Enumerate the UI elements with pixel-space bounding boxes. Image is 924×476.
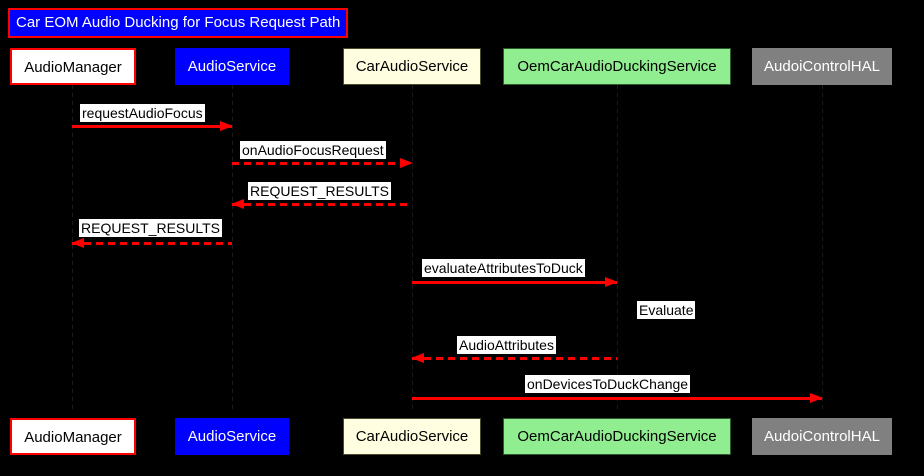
- message-label-m6: AudioAttributes: [457, 336, 556, 354]
- participant-label: OemCarAudioDuckingService: [517, 58, 717, 75]
- arrow-line-icon: [412, 281, 617, 284]
- participant-oemcaraudioduckingservice-bottom: OemCarAudioDuckingService: [503, 418, 731, 455]
- arrow-head-left-icon: [71, 238, 84, 248]
- participant-label: OemCarAudioDuckingService: [517, 428, 717, 445]
- participant-audoicontrolhal-top: AudoiControlHAL: [752, 48, 892, 85]
- arrow-head-right-icon: [810, 393, 823, 403]
- lifeline-caraudioservice: [412, 85, 413, 413]
- arrow-head-left-icon: [411, 353, 424, 363]
- participant-label: CarAudioService: [355, 58, 469, 75]
- message-label-m7: onDevicesToDuckChange: [525, 375, 691, 393]
- lifeline-audioservice: [232, 85, 233, 413]
- message-label-m3: REQUEST_RESULTS: [248, 182, 391, 200]
- arrow-line-icon: [412, 397, 822, 400]
- arrow-line-icon: [72, 242, 232, 245]
- message-label-m1: requestAudioFocus: [80, 104, 205, 122]
- participant-label: AudioManager: [24, 59, 122, 76]
- message-label-m5: evaluateAttributesToDuck: [422, 259, 585, 277]
- participant-audioservice-bottom: AudioService: [175, 418, 289, 455]
- participant-audioservice-top: AudioService: [175, 48, 289, 85]
- arrow-head-right-icon: [605, 277, 618, 287]
- arrow-line-icon: [72, 125, 232, 128]
- arrow-line-icon: [412, 357, 617, 360]
- participant-audiomanager-top: AudioManager: [10, 48, 136, 85]
- arrow-line-icon: [232, 162, 412, 165]
- arrow-head-right-icon: [220, 121, 233, 131]
- participant-label: AudoiControlHAL: [764, 58, 880, 75]
- arrow-line-icon: [232, 203, 412, 206]
- participant-label: AudoiControlHAL: [764, 428, 880, 445]
- diagram-title: Car EOM Audio Ducking for Focus Request …: [8, 8, 349, 38]
- message-label-m2: onAudioFocusRequest: [240, 141, 386, 159]
- participant-caraudioservice-top: CarAudioService: [343, 48, 481, 85]
- lifeline-audiomanager: [72, 85, 73, 413]
- participant-audoicontrolhal-bottom: AudoiControlHAL: [752, 418, 892, 455]
- participant-audiomanager-bottom: AudioManager: [10, 418, 136, 455]
- message-label-m4: REQUEST_RESULTS: [79, 219, 222, 237]
- arrow-head-right-icon: [400, 158, 413, 168]
- participant-label: CarAudioService: [355, 428, 469, 445]
- participant-caraudioservice-bottom: CarAudioService: [343, 418, 481, 455]
- lifeline-audoicontrolhal: [822, 85, 823, 413]
- arrow-head-left-icon: [231, 199, 244, 209]
- participant-label: AudioService: [187, 58, 277, 75]
- note-n1: Evaluate: [637, 301, 696, 319]
- participant-oemcaraudioduckingservice-top: OemCarAudioDuckingService: [503, 48, 731, 85]
- lifeline-oemcaraudioduckingservice: [617, 85, 618, 413]
- participant-label: AudioService: [187, 428, 277, 445]
- participant-label: AudioManager: [24, 429, 122, 446]
